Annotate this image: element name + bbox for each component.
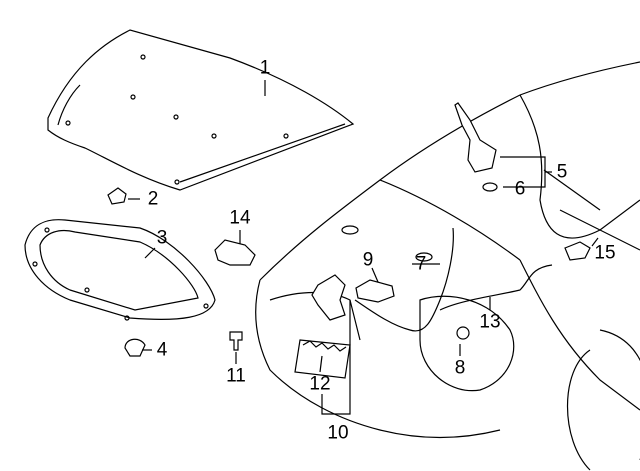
vehicle-drawing [255, 61, 640, 471]
callout-8: 8 [454, 357, 466, 379]
leader-lines [128, 80, 599, 415]
lock-drawing [355, 279, 395, 303]
callout-7: 7 [415, 253, 427, 275]
clip-drawing [124, 338, 146, 357]
callout-4: 4 [156, 339, 168, 361]
support-drawing [311, 274, 346, 321]
bumper-drawing [107, 187, 127, 205]
callout-9: 9 [362, 249, 374, 271]
spring-drawing [302, 340, 347, 352]
callout-12: 12 [309, 373, 331, 395]
hinge-drawing [454, 102, 497, 173]
handle-drawing [456, 326, 470, 340]
callout-11: 11 [226, 365, 246, 387]
bolt-drawing [229, 331, 243, 351]
callout-2: 2 [147, 188, 159, 210]
callout-14: 14 [229, 207, 251, 229]
lock-support-drawing [564, 241, 591, 261]
release-cable-13-drawing [439, 264, 553, 311]
hood-drawing [47, 29, 355, 191]
callout-15: 15 [594, 242, 616, 264]
callout-3: 3 [156, 227, 168, 249]
callout-10: 10 [327, 422, 349, 444]
release-cable-drawing [354, 227, 454, 332]
callout-13: 13 [479, 311, 501, 333]
bracket-drawing [214, 239, 256, 266]
callout-5: 5 [556, 161, 568, 183]
callout-1: 1 [259, 57, 271, 79]
callout-6: 6 [514, 178, 526, 200]
insulator-drawing [24, 219, 216, 321]
bumper-6-drawing [482, 182, 498, 192]
